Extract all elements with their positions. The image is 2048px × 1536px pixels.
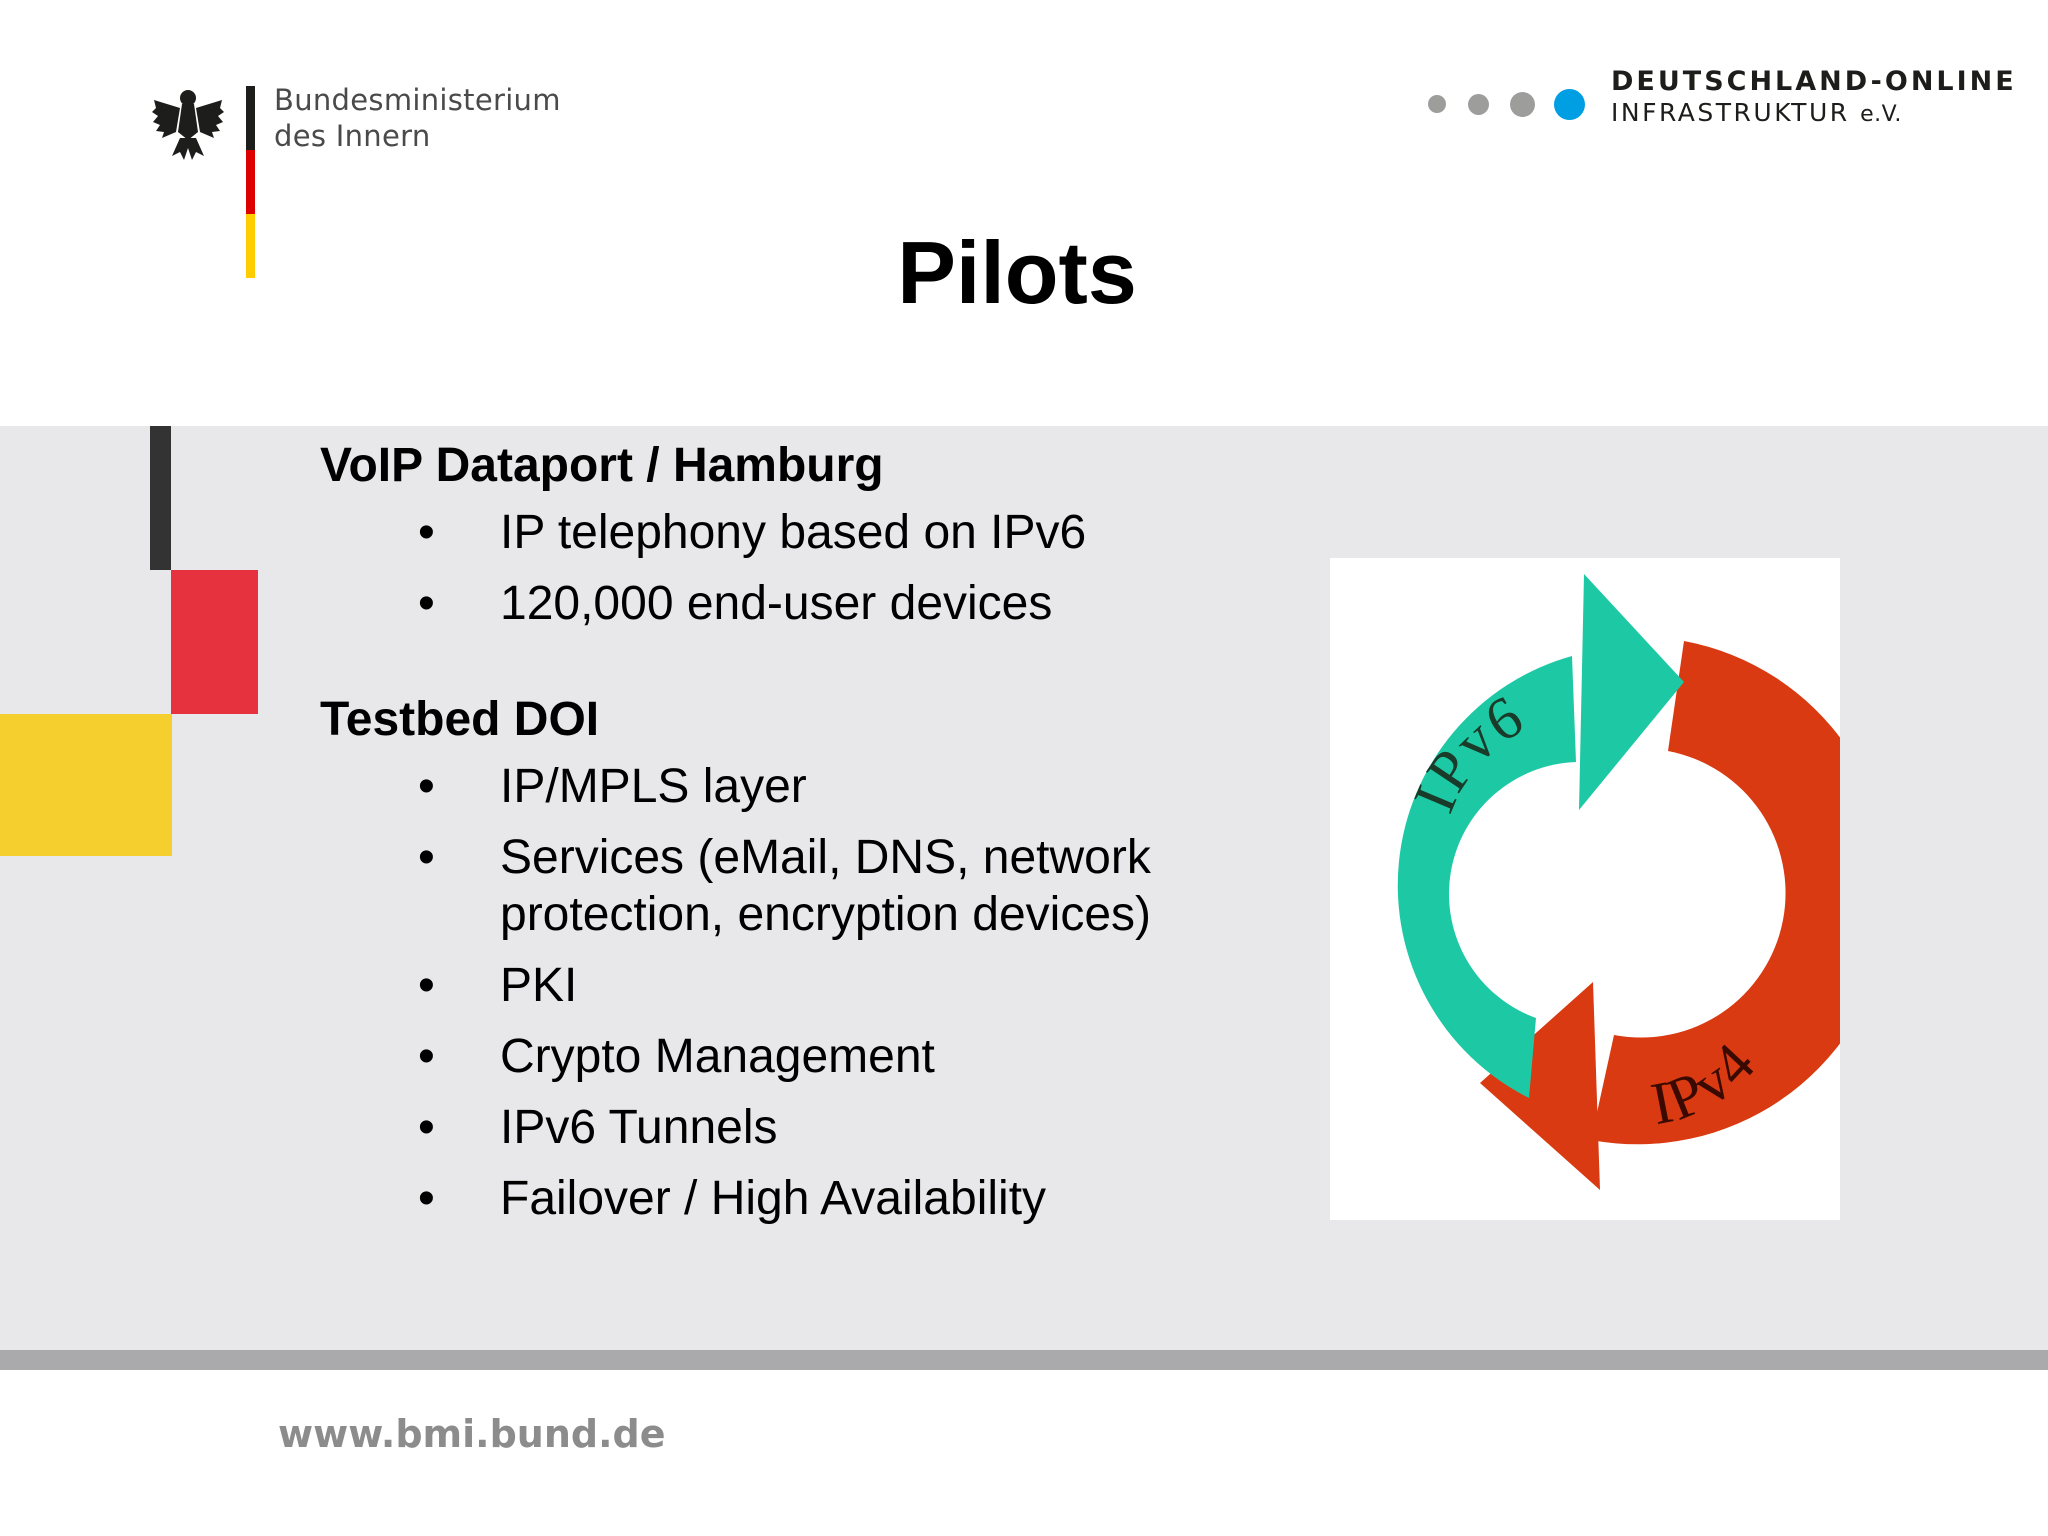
page-title: Pilots <box>897 223 1137 322</box>
doi-name-line2: INFRASTRUKTUR e.V. <box>1611 98 2017 130</box>
doi-name-suffix: e.V. <box>1860 102 1902 127</box>
doi-name-line1: DEUTSCHLAND-ONLINE <box>1611 66 2017 97</box>
doi-name: DEUTSCHLAND-ONLINE INFRASTRUKTUR e.V. <box>1611 66 2017 130</box>
bullet-dot-icon: • <box>418 577 435 630</box>
list-item-text: IP/MPLS layer <box>500 760 807 813</box>
list-item-text: PKI <box>500 959 578 1012</box>
list-item: • IPv6 Tunnels <box>320 1099 1220 1156</box>
footer-bar <box>0 1350 2048 1370</box>
list-item-text: Failover / High Availability <box>500 1172 1047 1225</box>
bullet-dot-icon: • <box>418 1030 435 1083</box>
section-heading: Testbed DOI <box>320 693 600 746</box>
section-heading: VoIP Dataport / Hamburg <box>320 439 884 492</box>
ipv4-arrowhead <box>1480 982 1600 1190</box>
ipv4-arrow <box>1591 641 1840 1145</box>
ministry-name-line1: Bundesministerium <box>274 83 561 117</box>
ipv6-ipv4-diagram: IPv6 IPv4 <box>1330 558 1840 1220</box>
bmi-logo: Bundesministerium des Innern <box>150 82 570 282</box>
list-item-text: IP telephony based on IPv6 <box>500 506 1087 559</box>
bullet-dot-icon: • <box>418 1101 435 1154</box>
bullet-dot-icon: • <box>418 831 435 884</box>
list-item: • Failover / High Availability <box>320 1170 1220 1227</box>
bullet-list: • IP telephony based on IPv6 • 120,000 end… <box>320 504 1220 632</box>
transition-cycle-graphic: IPv6 IPv4 <box>1397 574 1840 1190</box>
list-item-text: Services (eMail, DNS, network protection… <box>500 831 1151 941</box>
list-item-text: IPv6 Tunnels <box>500 1101 778 1154</box>
list-item-text: 120,000 end-user devices <box>500 577 1053 630</box>
bullet-dot-icon: • <box>418 1172 435 1225</box>
bullet-list: • IP/MPLS layer • Services (eMail, DNS, ne… <box>320 758 1220 1227</box>
bullet-dot-icon: • <box>418 760 435 813</box>
list-item: • 120,000 end-user devices <box>320 575 1220 632</box>
ipv6-arrow <box>1397 656 1576 1098</box>
bullet-dot-icon: • <box>418 506 435 559</box>
list-item: • Services (eMail, DNS, network protectio… <box>320 829 1220 943</box>
federal-eagle-icon <box>152 90 224 160</box>
ministry-name-line2: des Innern <box>274 119 431 153</box>
decor-block-yellow <box>0 714 172 856</box>
footer-url[interactable]: www.bmi.bund.de <box>278 1412 666 1456</box>
german-flag-bar <box>246 86 255 278</box>
list-item: • IP/MPLS layer <box>320 758 1220 815</box>
bullet-dot-icon: • <box>418 959 435 1012</box>
content-text: VoIP Dataport / Hamburg • IP telephony ba… <box>320 434 1220 1241</box>
doi-logo: DEUTSCHLAND-ONLINE INFRASTRUKTUR e.V. <box>1428 66 2014 136</box>
list-item: • PKI <box>320 957 1220 1014</box>
ipv6-arrowhead <box>1579 574 1684 810</box>
list-item-text: Crypto Management <box>500 1030 935 1083</box>
doi-name-main: INFRASTRUKTUR <box>1611 98 1850 127</box>
list-item: • IP telephony based on IPv6 <box>320 504 1220 561</box>
list-item: • Crypto Management <box>320 1028 1220 1085</box>
ministry-name: Bundesministerium des Innern <box>274 82 561 154</box>
decor-block-red <box>171 570 258 714</box>
decor-bar-dark <box>150 426 171 570</box>
